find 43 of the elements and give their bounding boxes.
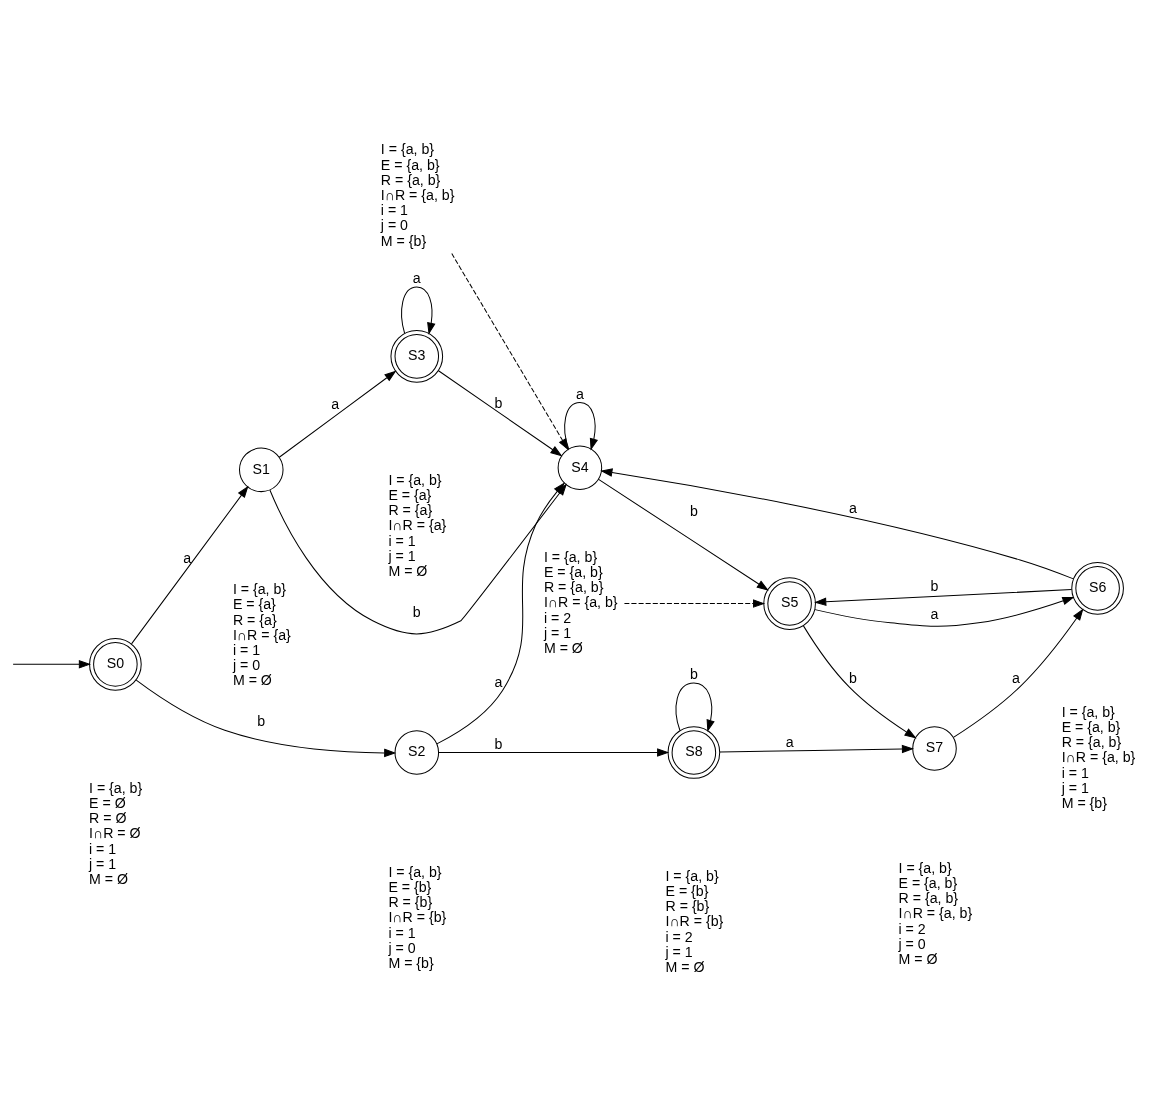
node-label: j = 1 [1061, 779, 1089, 796]
node-label: I = {a, b} [388, 471, 442, 488]
edge-label: a [331, 395, 340, 412]
node-label: j = 1 [388, 547, 416, 564]
node-label: j = 0 [388, 939, 416, 956]
node-label: R = {a} [232, 611, 277, 628]
node-label: j = 1 [89, 855, 117, 872]
edge-label: b [494, 394, 503, 411]
edge-label: b [494, 735, 503, 752]
edge-label: b [257, 712, 266, 729]
node-label: j = 0 [232, 656, 261, 673]
edge-label: a [1012, 669, 1020, 686]
edge-label: a [785, 733, 794, 750]
node-label: I = {a, b} [89, 779, 143, 796]
node-label: i = 1 [89, 840, 117, 857]
node-label: i = 1 [388, 924, 416, 941]
node-label: i = 1 [388, 532, 416, 549]
node-label: I = {a, b} [665, 867, 719, 884]
node-label: I = {a, b} [388, 863, 442, 880]
edge-label: b [848, 669, 857, 686]
node-label: j = 0 [898, 935, 926, 952]
node-label: i = 2 [665, 928, 693, 945]
edge-label: a [575, 385, 584, 402]
edge-label: b [689, 502, 698, 519]
edge-label: b [689, 665, 698, 682]
edge-label: a [412, 269, 421, 286]
edge-label: b [930, 577, 939, 594]
node-label: I = {a, b} [898, 859, 952, 876]
node-label: R = Ø [89, 809, 127, 826]
node-label: i = 1 [232, 641, 261, 658]
node-label: I∩R = Ø [89, 824, 141, 841]
node-label: i = 1 [1061, 764, 1089, 781]
node-label: i = 2 [898, 920, 926, 937]
node-label: j = 1 [665, 943, 693, 960]
node-text: I = {a, b} E = {a, b} R = {a, b} I∩R = {a, b} i = 2 j = 1 M = Ø [543, 548, 618, 656]
edge-label: a [848, 499, 857, 516]
node-label: I = {a, b} [232, 580, 287, 597]
edge-label: a [494, 673, 503, 690]
edge-label: a [183, 549, 192, 566]
node-text: I = {a, b} E = {a, b} R = {a, b} I∩R = {a, b} i = 1 j = 0 M = {b} [380, 140, 455, 249]
node-label: I = {a, b} [1061, 703, 1115, 720]
edge-label: a [930, 605, 939, 622]
edge-label: b [412, 603, 421, 620]
